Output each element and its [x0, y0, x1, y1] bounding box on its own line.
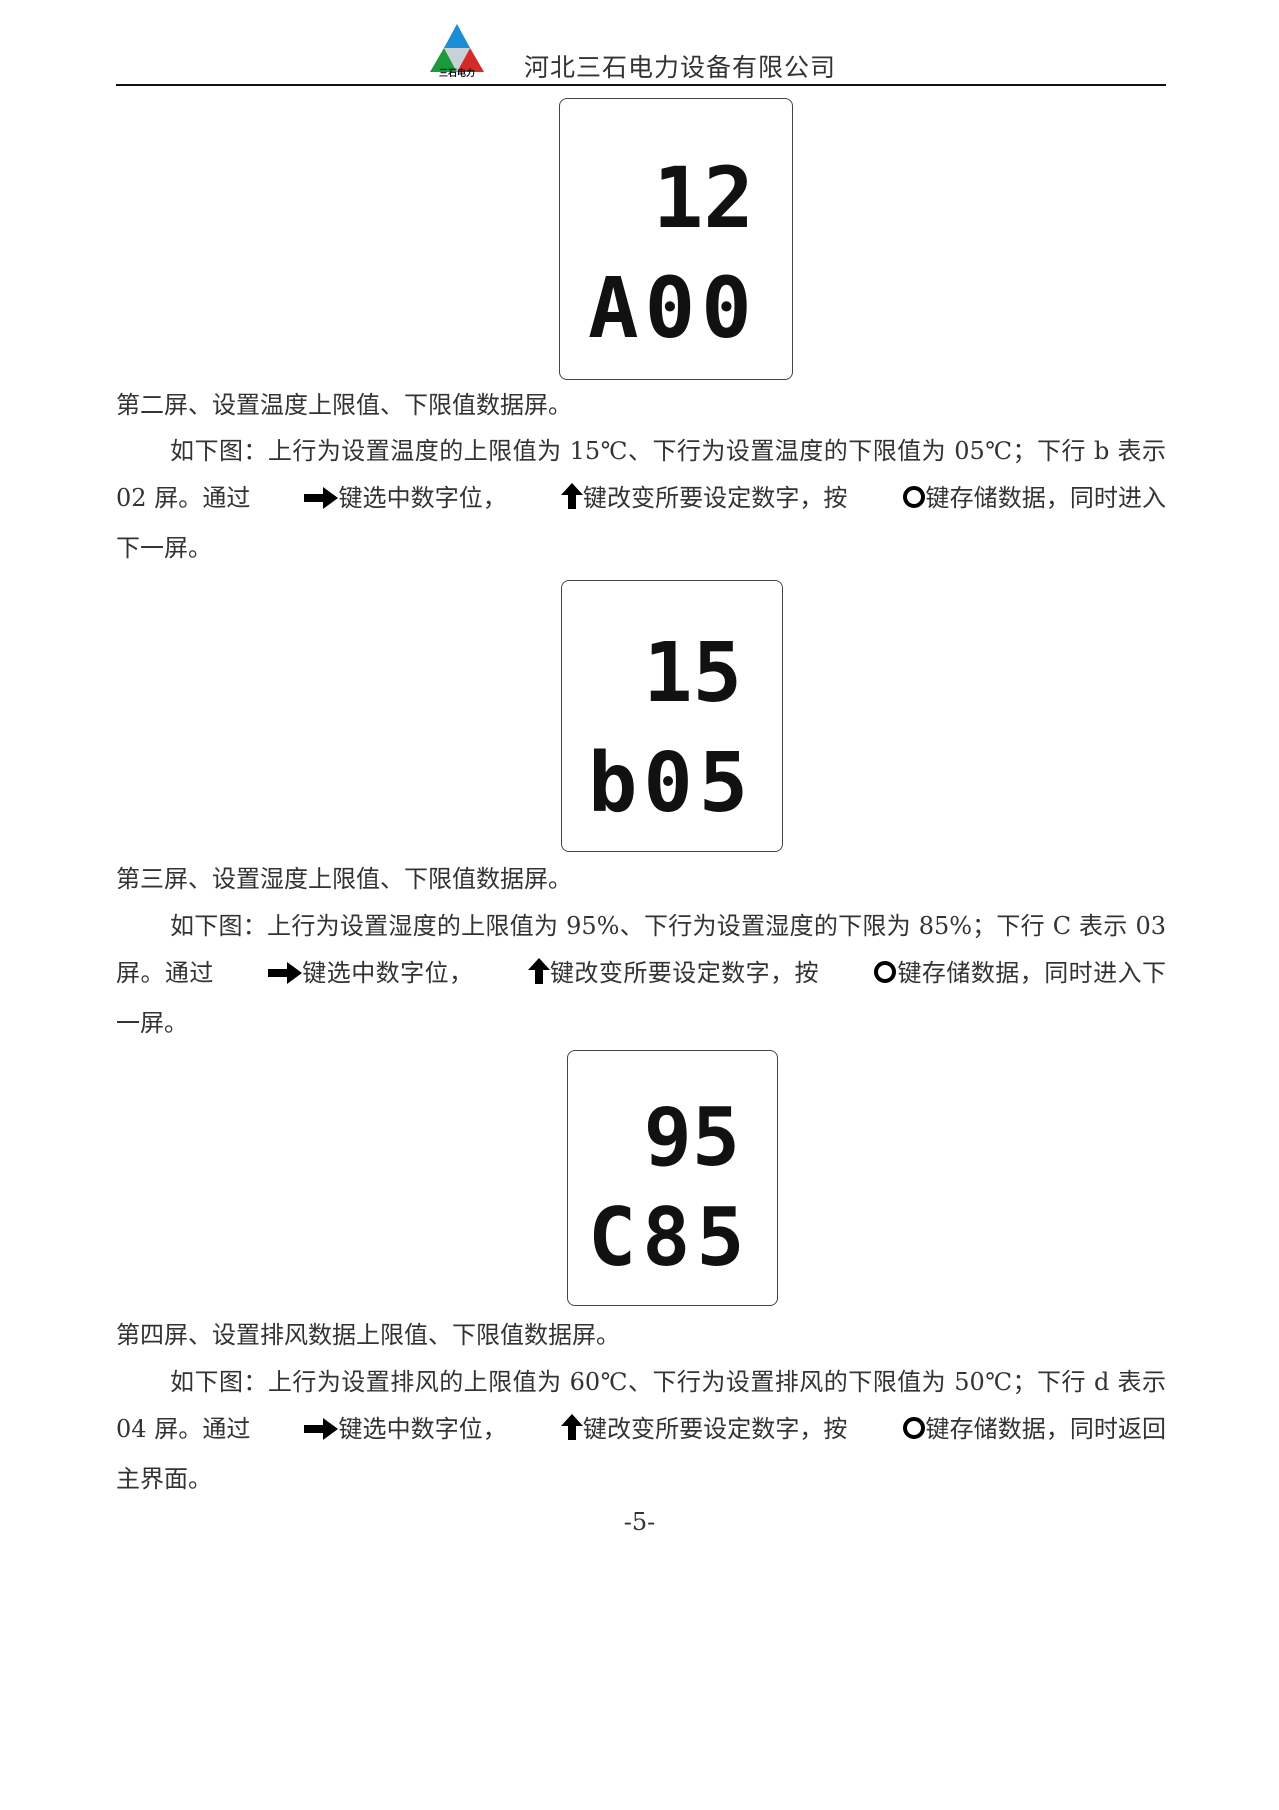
lcd-bottom-value: C85 — [588, 1191, 751, 1284]
up-arrow-icon — [474, 953, 550, 1000]
section-heading: 第四屏、设置排风数据上限值、下限值数据屏。 — [116, 1321, 620, 1349]
circle-icon — [848, 478, 926, 525]
lcd-screen-1: 12 A00 — [559, 98, 793, 380]
circle-icon — [819, 953, 897, 1000]
right-arrow-icon — [250, 1409, 339, 1456]
section-heading: 第二屏、设置温度上限值、下限值数据屏。 — [116, 391, 572, 419]
up-arrow-icon — [507, 478, 583, 525]
lcd-screen-2: 15 b05 — [561, 580, 783, 852]
lcd-bottom-value: b05 — [588, 736, 754, 831]
page-header: 三石电力 河北三石电力设备有限公司 — [116, 18, 1166, 84]
section-heading: 第三屏、设置湿度上限值、下限值数据屏。 — [116, 865, 572, 893]
lcd-bottom-value: A00 — [588, 259, 758, 357]
lcd-top-value: 15 — [643, 626, 742, 721]
lcd-screen-3: 95 C85 — [567, 1050, 778, 1306]
lcd-top-value: 12 — [653, 149, 754, 247]
page-number: -5- — [623, 1508, 656, 1536]
circle-icon — [848, 1409, 926, 1456]
company-name: 河北三石电力设备有限公司 — [524, 53, 837, 82]
right-arrow-icon — [214, 953, 302, 1000]
logo-text: 三石电力 — [438, 69, 475, 79]
right-arrow-icon — [250, 478, 339, 525]
section-paragraph: 如下图：上行为设置湿度的上限值为 95%、下行为设置湿度的下限为 85%；下行 … — [116, 912, 1167, 1037]
header-rule — [116, 84, 1166, 86]
up-arrow-icon — [507, 1409, 583, 1456]
section-paragraph: 如下图：上行为设置排风的上限值为 60℃、下行为设置排风的下限值为 50℃；下行… — [116, 1368, 1167, 1493]
lcd-top-value: 95 — [644, 1091, 740, 1184]
triangle-logo-icon — [430, 24, 484, 72]
section-paragraph: 如下图：上行为设置温度的上限值为 15℃、下行为设置温度的下限值为 05℃；下行… — [116, 437, 1167, 562]
